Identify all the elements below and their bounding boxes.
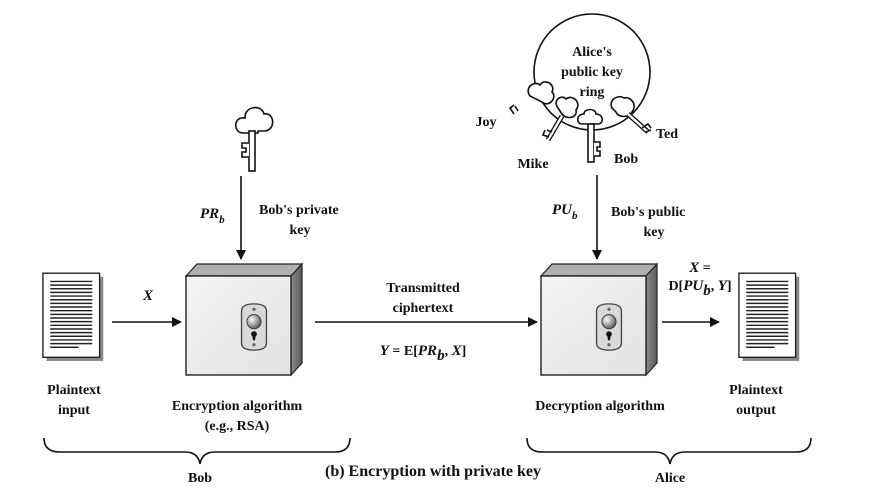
channel-formula: Y = E[PRb, X] bbox=[380, 343, 467, 364]
key-ring-label-line3: ring bbox=[580, 85, 605, 100]
input-symbol: X bbox=[142, 288, 154, 304]
private-key-label-line1: Bob's private bbox=[259, 203, 339, 218]
key-ring-label-line1: Alice's bbox=[572, 45, 612, 60]
decryption-algorithm-label: Decryption algorithm bbox=[535, 399, 665, 414]
ted-key-icon bbox=[610, 95, 652, 134]
mike-key-icon bbox=[541, 96, 579, 142]
private-key-symbol: PRb bbox=[200, 206, 225, 226]
plaintext-output-label-line2: output bbox=[736, 403, 776, 418]
private-key-label-line2: key bbox=[290, 223, 311, 238]
ring-key-label-joy: Joy bbox=[476, 115, 497, 130]
output-formula-line1: X = bbox=[688, 260, 711, 276]
public-key-symbol: PUb bbox=[552, 202, 578, 222]
public-key-label-line1: Bob's public bbox=[611, 205, 685, 220]
plaintext-output-document-icon bbox=[738, 272, 801, 362]
encryption-algorithm-label-line1: Encryption algorithm bbox=[172, 399, 303, 414]
public-key-label-line2: key bbox=[644, 225, 665, 240]
encryption-lock-icon bbox=[240, 303, 268, 351]
bob-brace-label: Bob bbox=[188, 471, 212, 486]
ring-key-label-ted: Ted bbox=[656, 127, 678, 142]
encryption-box bbox=[184, 262, 304, 377]
private-key-icon bbox=[234, 106, 274, 172]
alice-brace bbox=[526, 437, 812, 465]
plaintext-input-document-icon bbox=[42, 272, 105, 362]
bob-ring-key-icon bbox=[576, 108, 604, 163]
bob-brace bbox=[43, 437, 351, 465]
decryption-lock-icon bbox=[595, 303, 623, 351]
encryption-algorithm-label-line2: (e.g., RSA) bbox=[205, 419, 270, 434]
output-formula-line2: D[PUb, Y] bbox=[668, 278, 731, 299]
channel-label-line1: Transmitted bbox=[386, 281, 460, 296]
ring-key-label-bob: Bob bbox=[614, 152, 638, 167]
plaintext-output-label-line1: Plaintext bbox=[729, 383, 783, 398]
joy-key-icon bbox=[508, 81, 555, 117]
decryption-box bbox=[539, 262, 659, 377]
key-ring-label-line2: public key bbox=[561, 65, 623, 80]
plaintext-input-label-line1: Plaintext bbox=[47, 383, 101, 398]
alice-brace-label: Alice bbox=[655, 471, 685, 486]
ring-key-label-mike: Mike bbox=[517, 157, 548, 172]
channel-label-line2: ciphertext bbox=[393, 301, 454, 316]
plaintext-input-label-line2: input bbox=[58, 403, 90, 418]
figure-caption: (b) Encryption with private key bbox=[325, 463, 541, 480]
